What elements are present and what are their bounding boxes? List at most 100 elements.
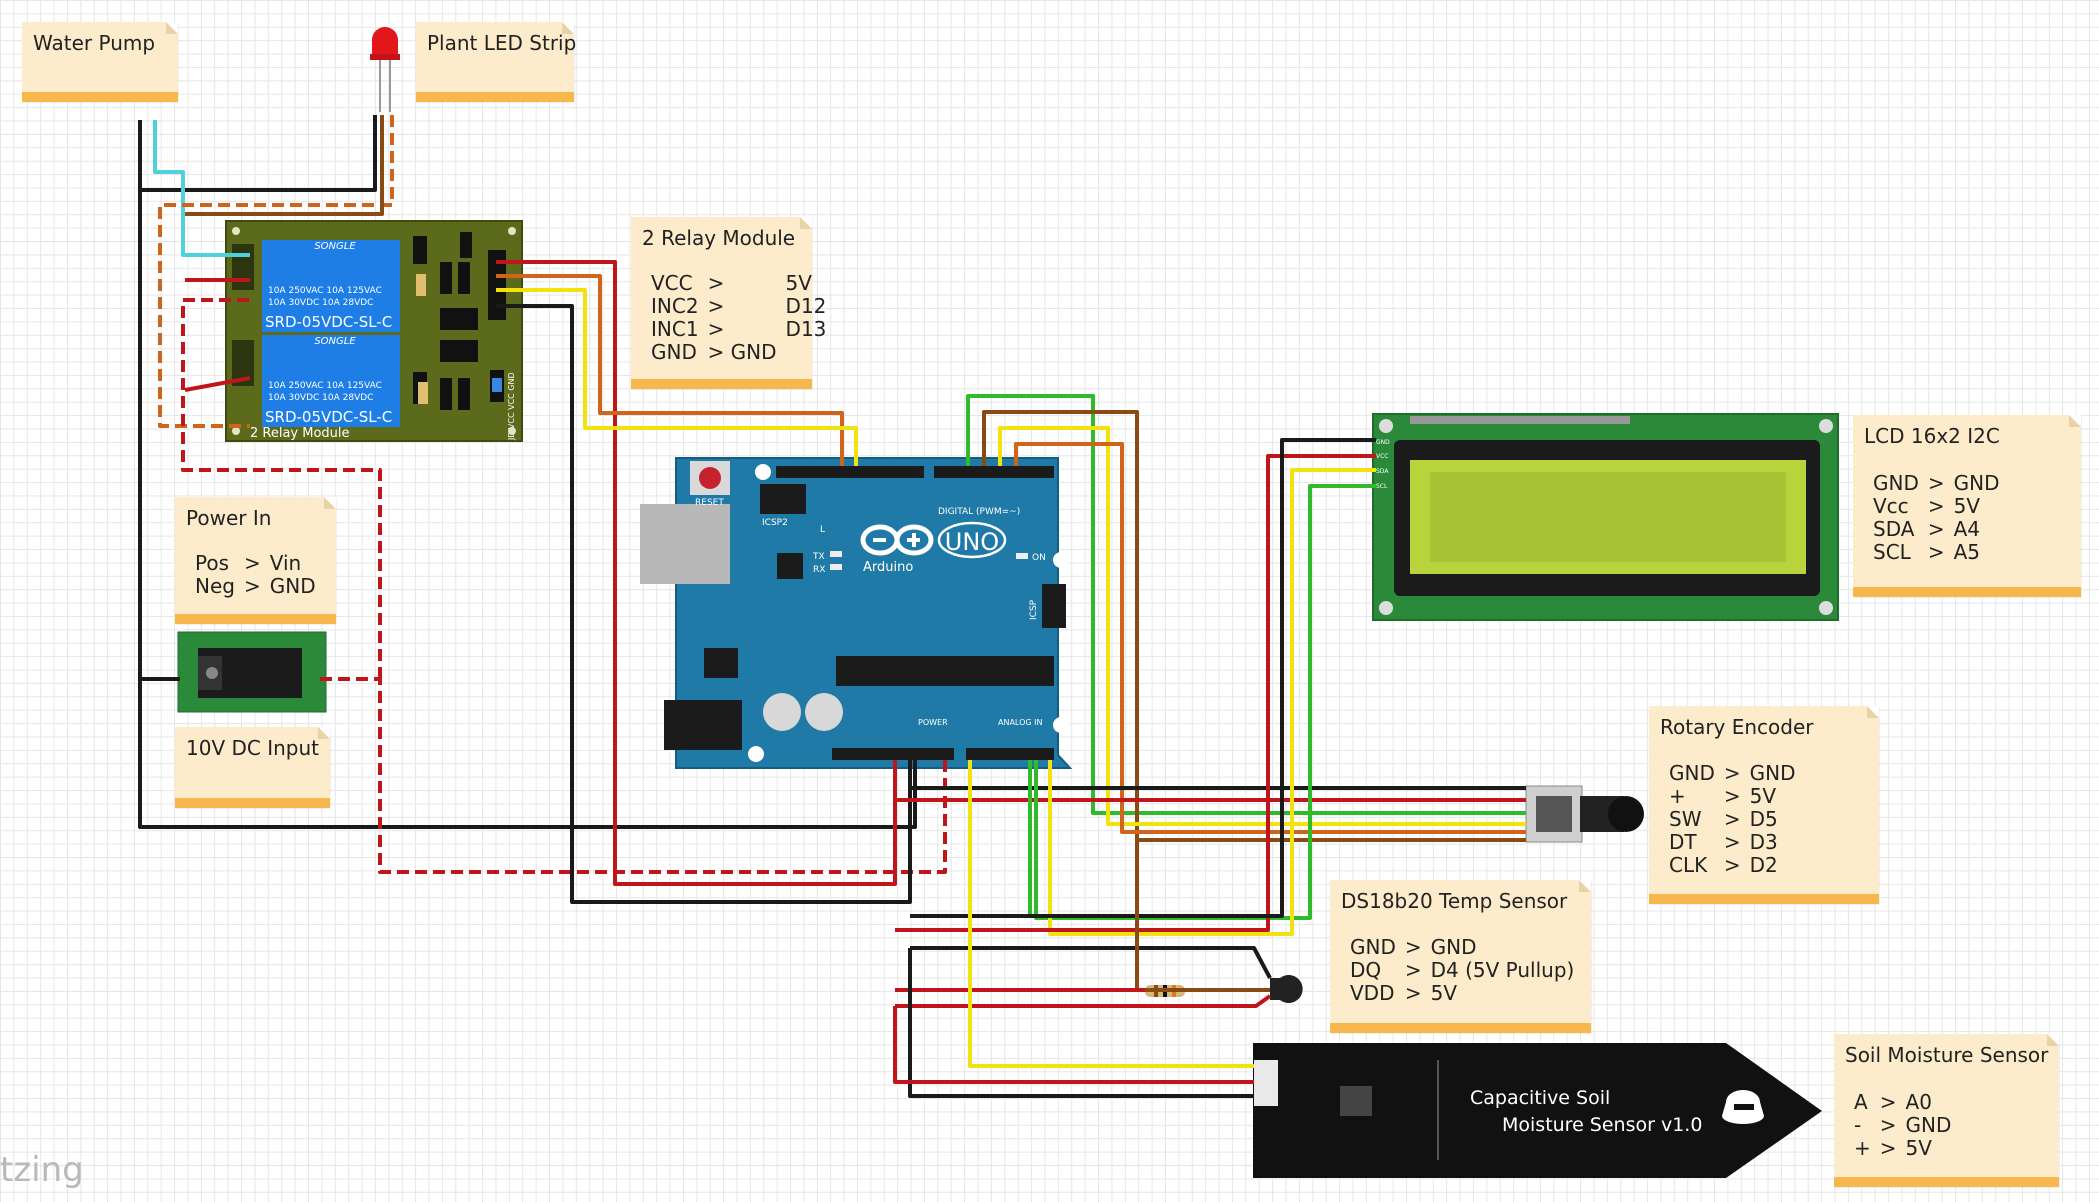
note-water-pump-title: Water Pump bbox=[33, 31, 156, 55]
pin: INC1 bbox=[651, 317, 699, 341]
note-power-row: Pos>Vin bbox=[195, 552, 325, 575]
arduino-brand: Arduino bbox=[863, 560, 913, 575]
soil-line-2: Moisture Sensor v1.0 bbox=[1502, 1114, 1702, 1136]
ds18b20-sensor[interactable] bbox=[1270, 975, 1303, 1004]
fritzing-watermark: tzing bbox=[0, 1150, 84, 1190]
pin: Vcc bbox=[1873, 494, 1909, 518]
power-label: POWER bbox=[918, 718, 948, 727]
note-relay-row: GND > GND bbox=[651, 341, 835, 364]
note-encoder-row: DT>D3 bbox=[1669, 831, 1804, 854]
l-led-label: L bbox=[820, 525, 825, 535]
target: D2 bbox=[1749, 853, 1778, 877]
note-encoder-table: GND>GND +>5V SW>D5 DT>D3 CLK>D2 bbox=[1669, 762, 1804, 877]
note-dc-input: 10V DC Input bbox=[175, 727, 330, 808]
target: D13 bbox=[785, 317, 827, 341]
pin: + bbox=[1669, 784, 1686, 808]
arrow: > GND bbox=[707, 340, 777, 364]
rotary-encoder[interactable] bbox=[1525, 785, 1644, 843]
reset-button[interactable] bbox=[699, 467, 721, 489]
pin: Neg bbox=[195, 574, 235, 598]
note-plant-led-title: Plant LED Strip bbox=[427, 31, 577, 55]
dc-jack-board[interactable] bbox=[177, 631, 327, 713]
note-relay-row: INC1 > D13 bbox=[651, 318, 835, 341]
note-encoder-title: Rotary Encoder bbox=[1660, 715, 1814, 739]
arrow: > bbox=[1723, 784, 1741, 808]
arrow: > bbox=[1404, 981, 1422, 1005]
arduino-uno[interactable]: RESET ICSP2 DIGITAL (PWM=~) ON TX RX L U… bbox=[640, 457, 1073, 769]
relay-brand-1: SONGLE bbox=[314, 241, 356, 252]
note-ds18b20: DS18b20 Temp Sensor GND>GND DQ>D4 (5V Pu… bbox=[1330, 880, 1591, 1033]
pin: GND bbox=[651, 340, 697, 364]
note-lcd: LCD 16x2 I2C GND>GND Vcc>5V SDA>A4 SCL>A… bbox=[1853, 415, 2081, 597]
target: GND bbox=[1953, 471, 2000, 495]
on-label: ON bbox=[1032, 553, 1046, 563]
relay-model-1: SRD-05VDC-SL-C bbox=[265, 313, 392, 331]
pin: SW bbox=[1669, 807, 1702, 831]
relay-2 bbox=[262, 335, 400, 427]
pin: + bbox=[1854, 1136, 1871, 1160]
target: D12 bbox=[785, 294, 827, 318]
relay-spec-2b: 10A 30VDC 10A 28VDC bbox=[268, 393, 373, 403]
arrow: > bbox=[1879, 1113, 1897, 1137]
soil-moisture-sensor[interactable]: Capacitive Soil Moisture Sensor v1.0 bbox=[1253, 1043, 1822, 1178]
pin: SCL bbox=[1873, 540, 1911, 564]
tx-label: TX bbox=[812, 552, 825, 562]
pin: A bbox=[1854, 1090, 1868, 1114]
arrow: > bbox=[243, 574, 261, 598]
relay-1 bbox=[262, 240, 400, 332]
note-relay-table: VCC>5V INC2>D12 INC1>D13 GND> GND bbox=[651, 272, 835, 364]
lcd-pin-vcc: VCC bbox=[1376, 453, 1388, 460]
note-encoder-row: GND>GND bbox=[1669, 762, 1804, 785]
target: GND bbox=[1749, 761, 1796, 785]
note-soil-row: +>5V bbox=[1854, 1137, 1960, 1160]
arrow: > bbox=[1404, 935, 1422, 959]
target: D5 bbox=[1749, 807, 1778, 831]
note-lcd-row: Vcc>5V bbox=[1873, 495, 2008, 518]
relay-power-pins: JD-VCC VCC GND bbox=[507, 372, 516, 441]
lcd-16x2-i2c[interactable]: GND VCC SDA SCL bbox=[1372, 413, 1839, 621]
plant-led[interactable] bbox=[370, 27, 400, 112]
relay-board-label: 2 Relay Module bbox=[250, 426, 350, 441]
target: 5V bbox=[1905, 1136, 1932, 1160]
target bbox=[786, 341, 836, 364]
note-relay: 2 Relay Module VCC>5V INC2>D12 INC1>D13 … bbox=[631, 217, 826, 389]
note-power-in: Power In Pos>Vin Neg > GND bbox=[175, 497, 336, 624]
lcd-pin-gnd: GND bbox=[1376, 439, 1390, 446]
note-soil-row: A>A0 bbox=[1854, 1091, 1960, 1114]
note-relay-title: 2 Relay Module bbox=[642, 226, 796, 250]
pin: GND bbox=[1873, 471, 1919, 495]
note-lcd-row: SCL>A5 bbox=[1873, 541, 2008, 564]
arrow: > bbox=[243, 551, 261, 575]
note-ds18b20-title: DS18b20 Temp Sensor bbox=[1341, 889, 1568, 913]
relay-model-2: SRD-05VDC-SL-C bbox=[265, 408, 392, 426]
pin: SDA bbox=[1873, 517, 1915, 541]
arrow: > bbox=[1927, 471, 1945, 495]
arrow: > bbox=[707, 317, 725, 341]
header-analog bbox=[966, 748, 1054, 760]
note-soil: Soil Moisture Sensor A>A0 ->GND +>5V bbox=[1834, 1034, 2059, 1187]
note-dc-input-title: 10V DC Input bbox=[186, 736, 319, 760]
relay-signal-header bbox=[488, 250, 506, 320]
rx-label: RX bbox=[813, 565, 825, 575]
note-power-in-title: Power In bbox=[186, 506, 272, 530]
arrow: > bbox=[1723, 853, 1741, 877]
target: 5V bbox=[785, 271, 812, 295]
usb-port bbox=[640, 504, 730, 584]
target: GND bbox=[269, 574, 316, 598]
lcd-pin-scl: SCL bbox=[1376, 483, 1388, 490]
relay-module[interactable]: SONGLE SONGLE 10A 250VAC 10A 125VAC 10A … bbox=[225, 220, 523, 442]
relay-spec-1b: 10A 30VDC 10A 28VDC bbox=[268, 298, 373, 308]
relay-brand-2: SONGLE bbox=[314, 336, 356, 347]
note-lcd-title: LCD 16x2 I2C bbox=[1864, 424, 2000, 448]
soil-line-1: Capacitive Soil bbox=[1470, 1087, 1610, 1109]
note-encoder: Rotary Encoder GND>GND +>5V SW>D5 DT>D3 … bbox=[1649, 706, 1879, 904]
note-soil-table: A>A0 ->GND +>5V bbox=[1854, 1091, 1960, 1160]
note-encoder-row: SW>D5 bbox=[1669, 808, 1804, 831]
note-relay-row: INC2>D12 bbox=[651, 295, 835, 318]
target: D3 bbox=[1749, 830, 1778, 854]
note-plant-led: Plant LED Strip bbox=[416, 22, 577, 102]
note-power-row: Neg > GND bbox=[195, 575, 325, 598]
arrow: > bbox=[1927, 517, 1945, 541]
arrow: > bbox=[1927, 494, 1945, 518]
